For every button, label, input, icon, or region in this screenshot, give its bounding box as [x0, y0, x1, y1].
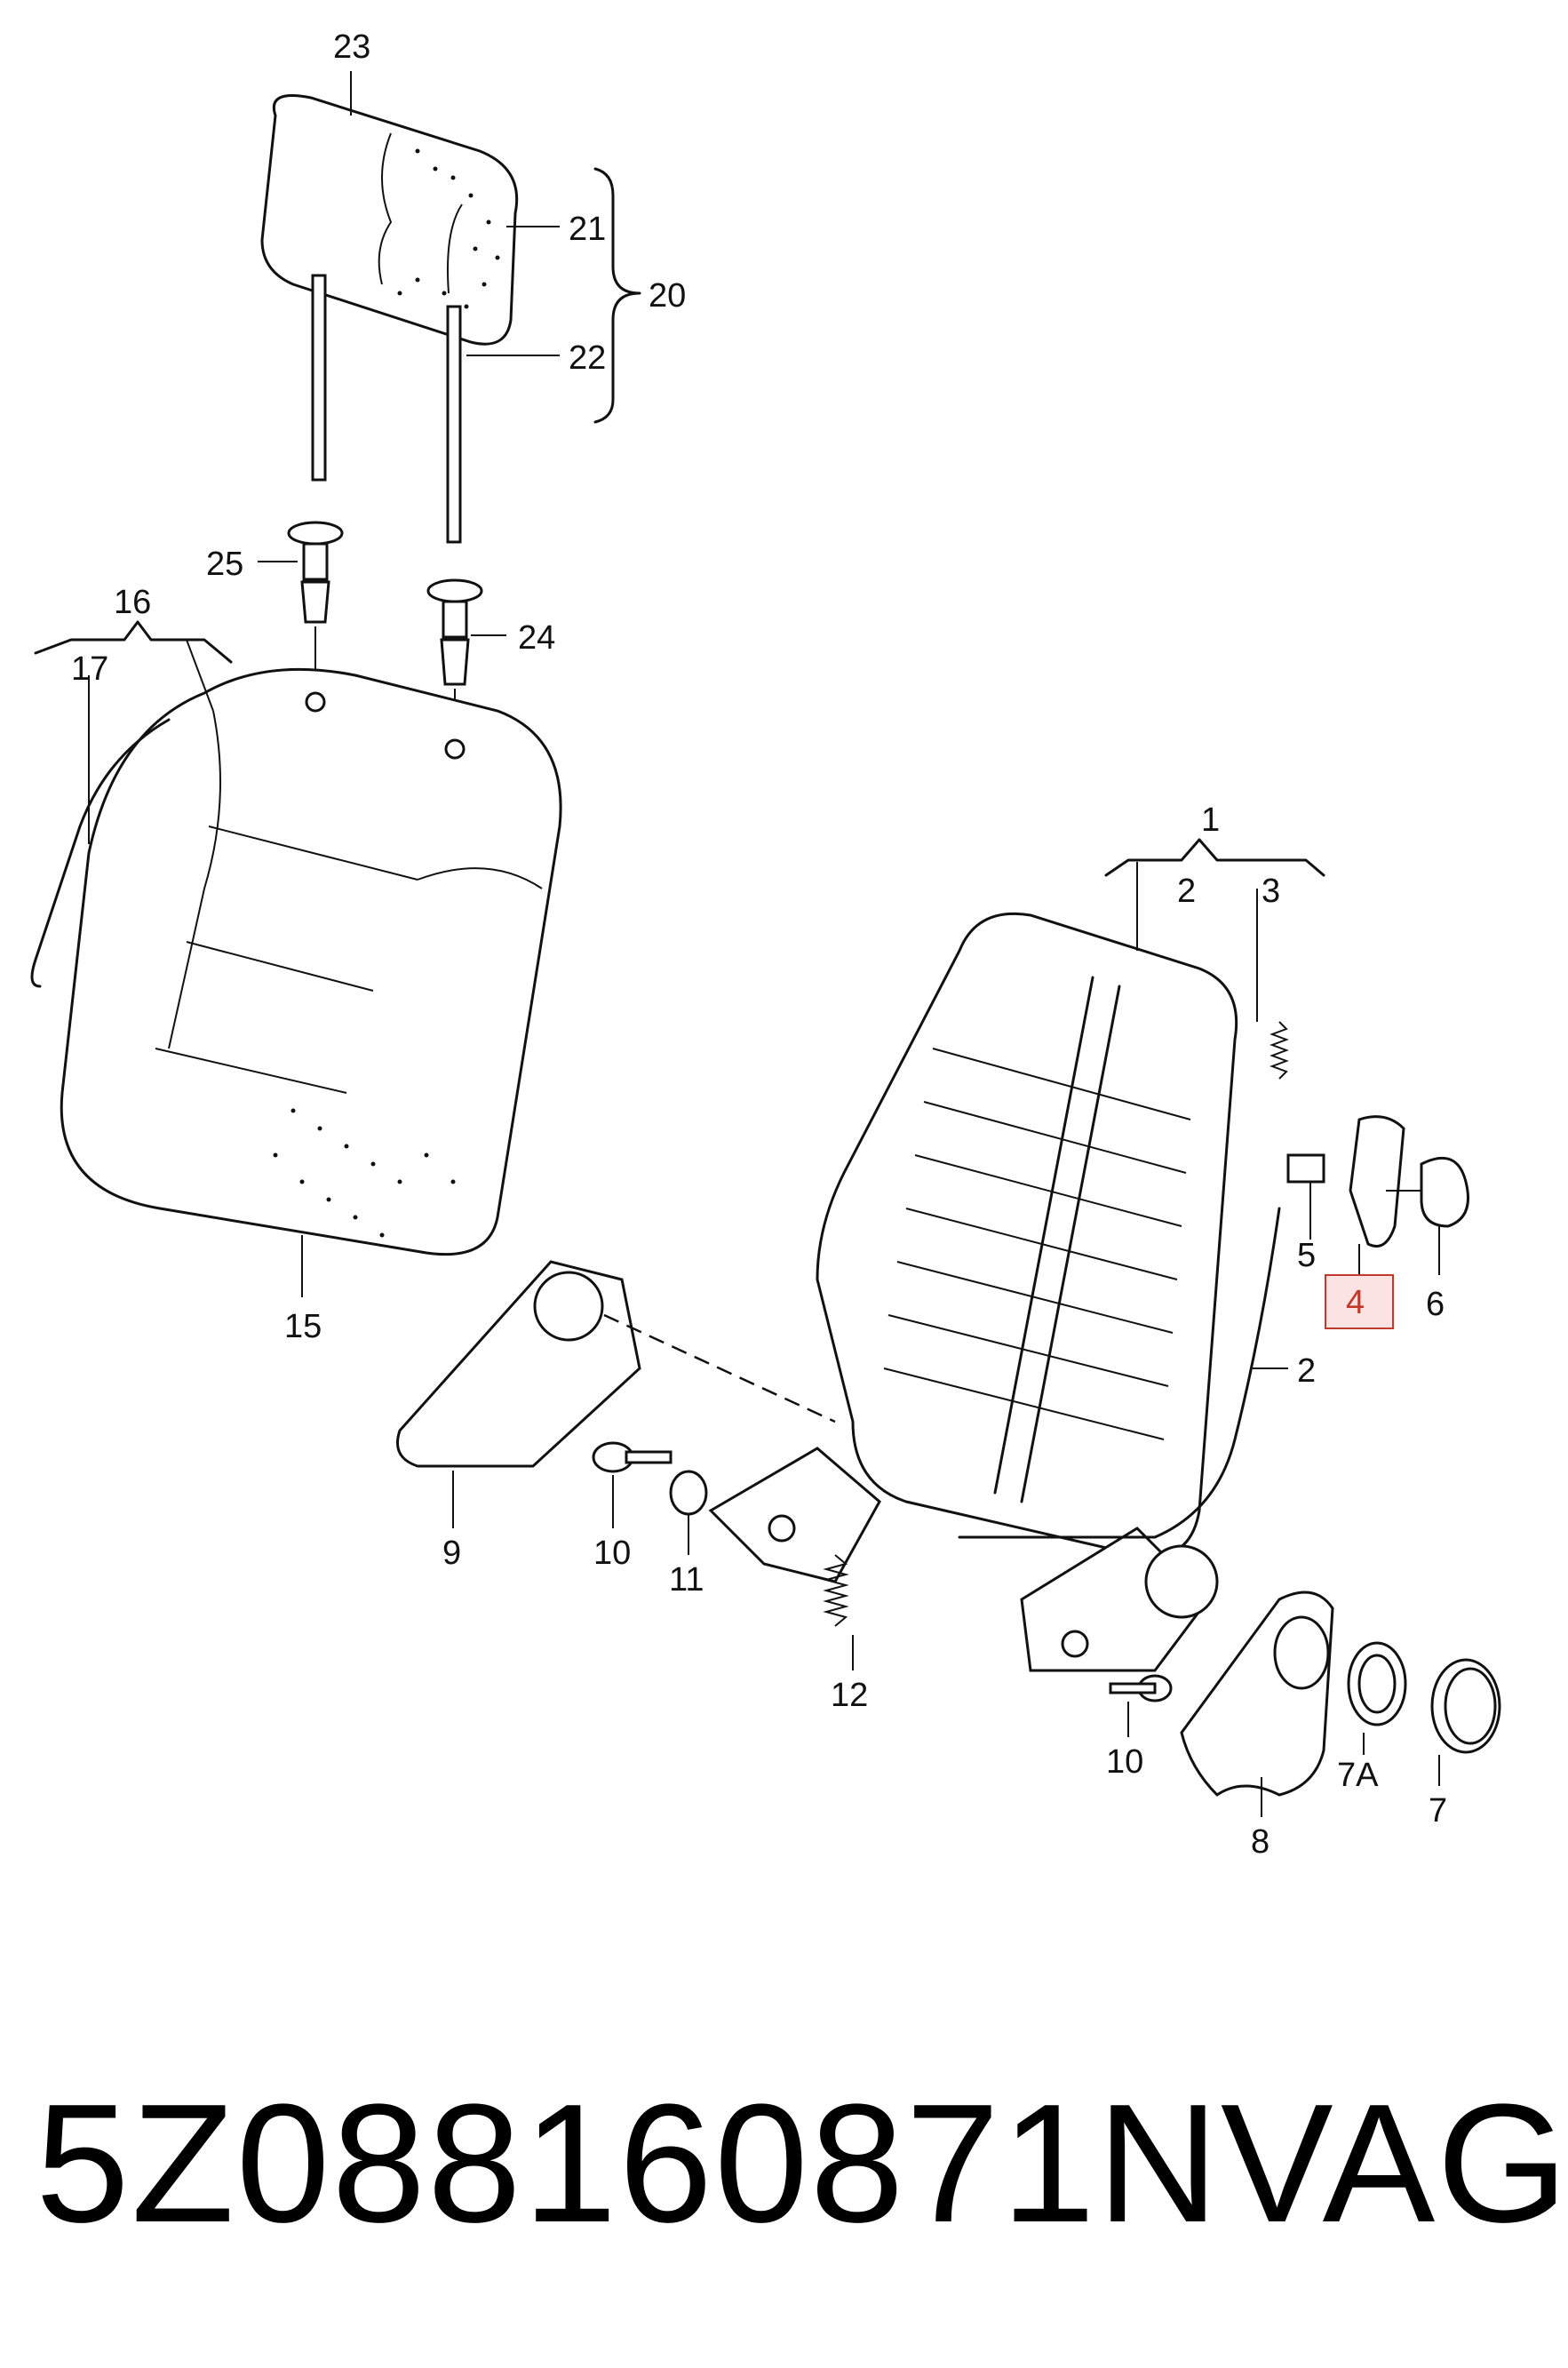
headrest-post-left [311, 274, 327, 482]
backrest-frame [708, 912, 1238, 1672]
callout-7a: 7A [1337, 1757, 1379, 1794]
callout-5: 5 [1297, 1237, 1316, 1274]
headrest-texture [397, 148, 500, 309]
callout-17: 17 [71, 650, 108, 688]
spring-12 [823, 1554, 849, 1627]
callout-2-cable: 2 [1297, 1352, 1316, 1390]
clip-5 [1286, 1153, 1325, 1184]
callout-15: 15 [284, 1308, 322, 1345]
callout-11: 11 [669, 1561, 704, 1599]
bolt-10-left [592, 1441, 673, 1473]
callout-22: 22 [569, 339, 606, 377]
brand-name: VAG [1220, 2069, 1568, 2258]
bracket-16 [34, 620, 233, 664]
bolt-10-right [1109, 1674, 1173, 1702]
callout-12: 12 [831, 1677, 868, 1714]
backrest-cover [60, 667, 562, 1256]
callout-25: 25 [206, 546, 243, 583]
callout-24: 24 [518, 619, 555, 657]
part-caption: 5Z088160871N VAG [36, 2061, 1568, 2266]
callout-4-highlight: 4 [1325, 1274, 1394, 1329]
callout-20: 20 [649, 277, 686, 315]
callout-8: 8 [1251, 1823, 1270, 1861]
callout-6: 6 [1426, 1286, 1445, 1323]
callout-10-right: 10 [1106, 1743, 1143, 1781]
callout-3: 3 [1262, 873, 1280, 910]
recliner-gear [1144, 1544, 1219, 1619]
callout-21: 21 [569, 211, 606, 248]
headrest-post-right [446, 305, 462, 544]
bracket-20 [593, 167, 641, 424]
side-cover-9 [396, 1260, 641, 1468]
spring-3 [1270, 1021, 1289, 1080]
headrest-guide-25 [287, 521, 344, 624]
headrest [260, 94, 519, 544]
callout-1: 1 [1201, 801, 1220, 839]
knob-6 [1420, 1156, 1469, 1228]
callout-9: 9 [442, 1535, 461, 1572]
callout-7: 7 [1429, 1792, 1447, 1830]
callout-10-left: 10 [593, 1535, 631, 1572]
side-trim-17 [30, 718, 171, 988]
callout-4: 4 [1346, 1284, 1365, 1321]
part-number: 5Z088160871N [36, 2069, 1221, 2258]
callout-2-top: 2 [1177, 873, 1196, 910]
headrest-guide-24 [426, 578, 483, 686]
bracket-1 [1104, 838, 1325, 877]
release-handle-4 [1349, 1115, 1405, 1248]
bushing-11 [669, 1470, 708, 1516]
callout-23: 23 [333, 28, 370, 66]
release-cable [958, 1207, 1281, 1539]
padding-texture [273, 1108, 456, 1238]
callout-16: 16 [114, 584, 151, 621]
